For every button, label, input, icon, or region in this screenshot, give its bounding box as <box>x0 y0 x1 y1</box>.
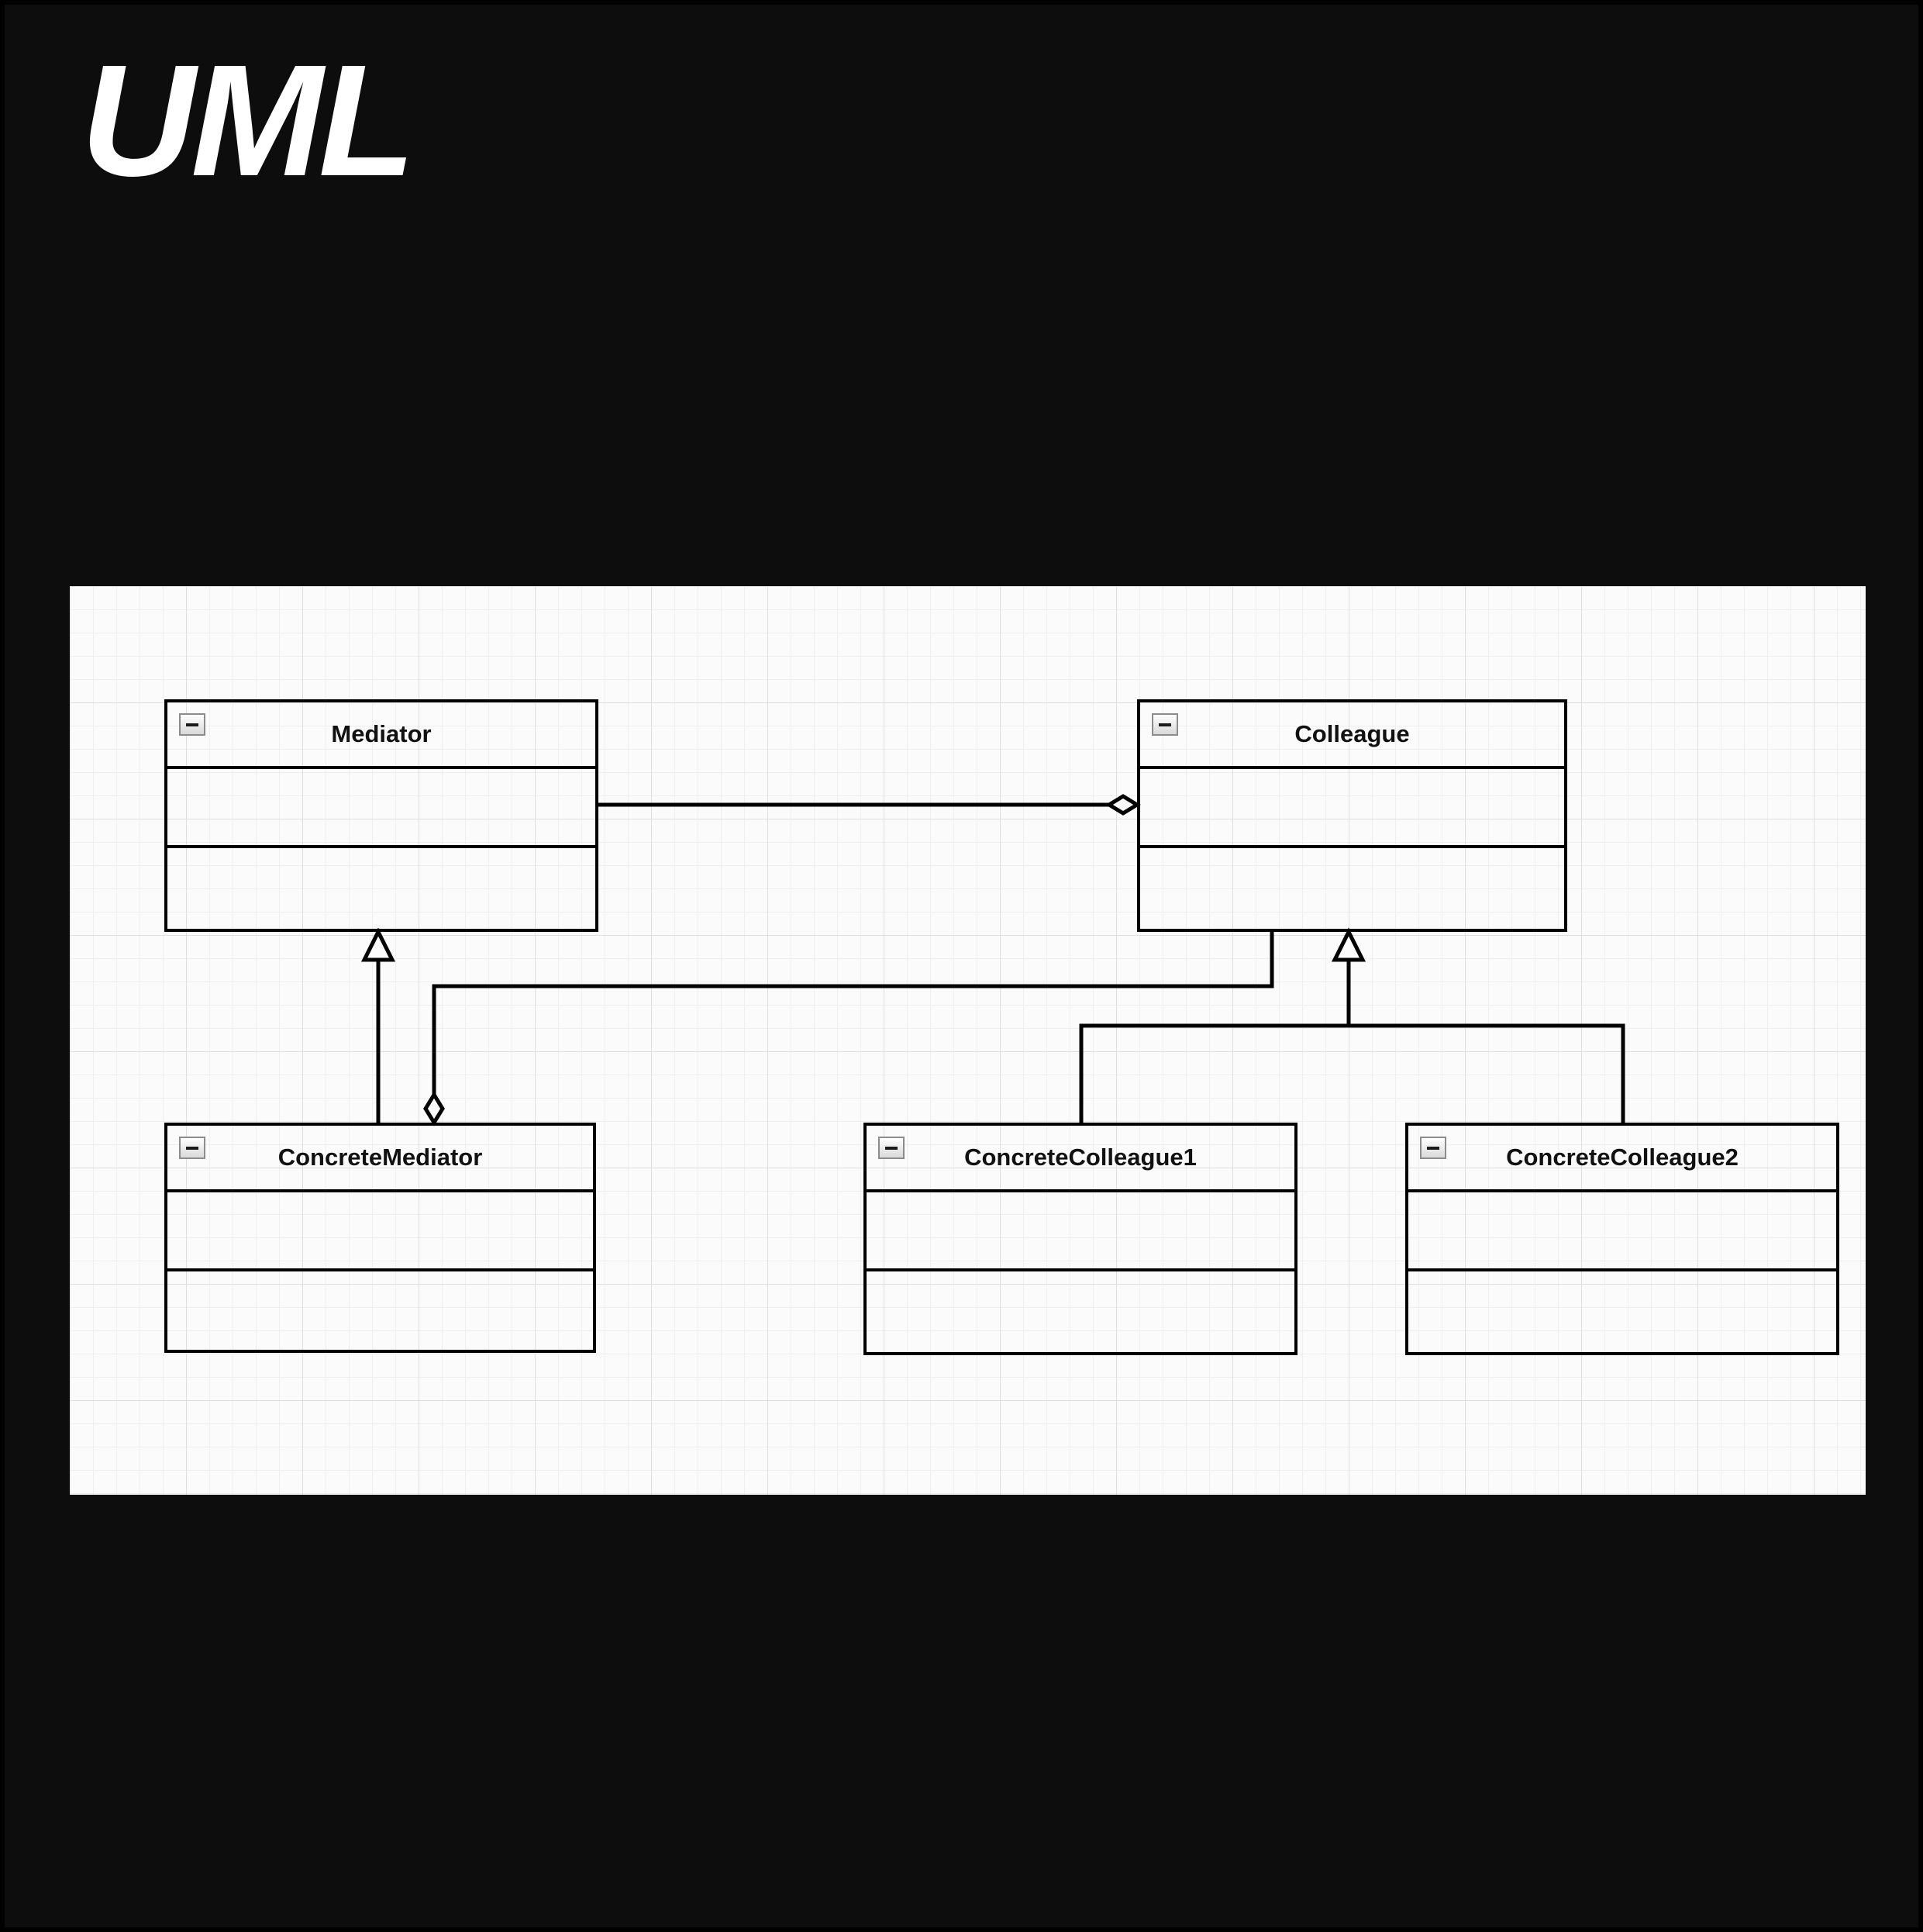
class-title-bar: Colleague <box>1140 702 1564 769</box>
class-box-concrete-colleague-2[interactable]: ConcreteColleague2 <box>1405 1123 1839 1355</box>
minus-glyph <box>186 1146 198 1150</box>
class-name-label: Colleague <box>1294 720 1410 747</box>
minus-glyph <box>186 723 198 726</box>
class-name-label: ConcreteColleague2 <box>1506 1144 1739 1171</box>
collapse-minus-icon[interactable] <box>179 713 205 736</box>
collapse-minus-icon[interactable] <box>179 1137 205 1159</box>
attributes-compartment[interactable] <box>167 769 595 848</box>
class-title-bar: ConcreteColleague1 <box>867 1126 1294 1192</box>
attributes-compartment[interactable] <box>867 1192 1294 1271</box>
collapse-minus-icon[interactable] <box>1420 1137 1446 1159</box>
attributes-compartment[interactable] <box>1408 1192 1836 1271</box>
class-box-concrete-colleague-1[interactable]: ConcreteColleague1 <box>863 1123 1298 1355</box>
hollow-diamond-icon <box>423 1091 445 1126</box>
diagram-canvas[interactable]: Mediator Colleague ConcreteMediator Conc… <box>70 586 1866 1495</box>
class-box-colleague[interactable]: Colleague <box>1137 699 1567 932</box>
connector-concretemediator-colleague-aggregation[interactable] <box>423 932 1274 1126</box>
class-name-label: ConcreteMediator <box>277 1144 483 1171</box>
minus-glyph <box>1427 1146 1439 1150</box>
connector-mediator-colleague-aggregation[interactable] <box>598 794 1141 816</box>
class-name-label: ConcreteColleague1 <box>964 1144 1197 1171</box>
hollow-triangle-icon <box>1331 927 1366 962</box>
class-title-bar: ConcreteColleague2 <box>1408 1126 1836 1192</box>
class-title-bar: Mediator <box>167 702 595 769</box>
operations-compartment[interactable] <box>167 848 595 929</box>
class-box-concrete-mediator[interactable]: ConcreteMediator <box>164 1123 596 1353</box>
operations-compartment[interactable] <box>167 1271 593 1350</box>
class-title-bar: ConcreteMediator <box>167 1126 593 1192</box>
operations-compartment[interactable] <box>867 1271 1294 1352</box>
hollow-triangle-icon <box>360 927 396 962</box>
attributes-compartment[interactable] <box>1140 769 1564 848</box>
operations-compartment[interactable] <box>1140 848 1564 929</box>
minus-glyph <box>885 1146 898 1150</box>
attributes-compartment[interactable] <box>167 1192 593 1271</box>
class-name-label: Mediator <box>331 720 432 747</box>
minus-glyph <box>1159 723 1171 726</box>
collapse-minus-icon[interactable] <box>878 1137 905 1159</box>
connector-concretecolleagues-colleague-generalization[interactable] <box>1079 927 1625 1123</box>
connectors-layer <box>360 794 1625 1126</box>
operations-compartment[interactable] <box>1408 1271 1836 1352</box>
hollow-diamond-icon <box>1105 794 1141 816</box>
connector-concretemediator-mediator-generalization[interactable] <box>360 927 396 1123</box>
collapse-minus-icon[interactable] <box>1152 713 1178 736</box>
page-title: UML <box>81 32 415 209</box>
class-box-mediator[interactable]: Mediator <box>164 699 598 932</box>
